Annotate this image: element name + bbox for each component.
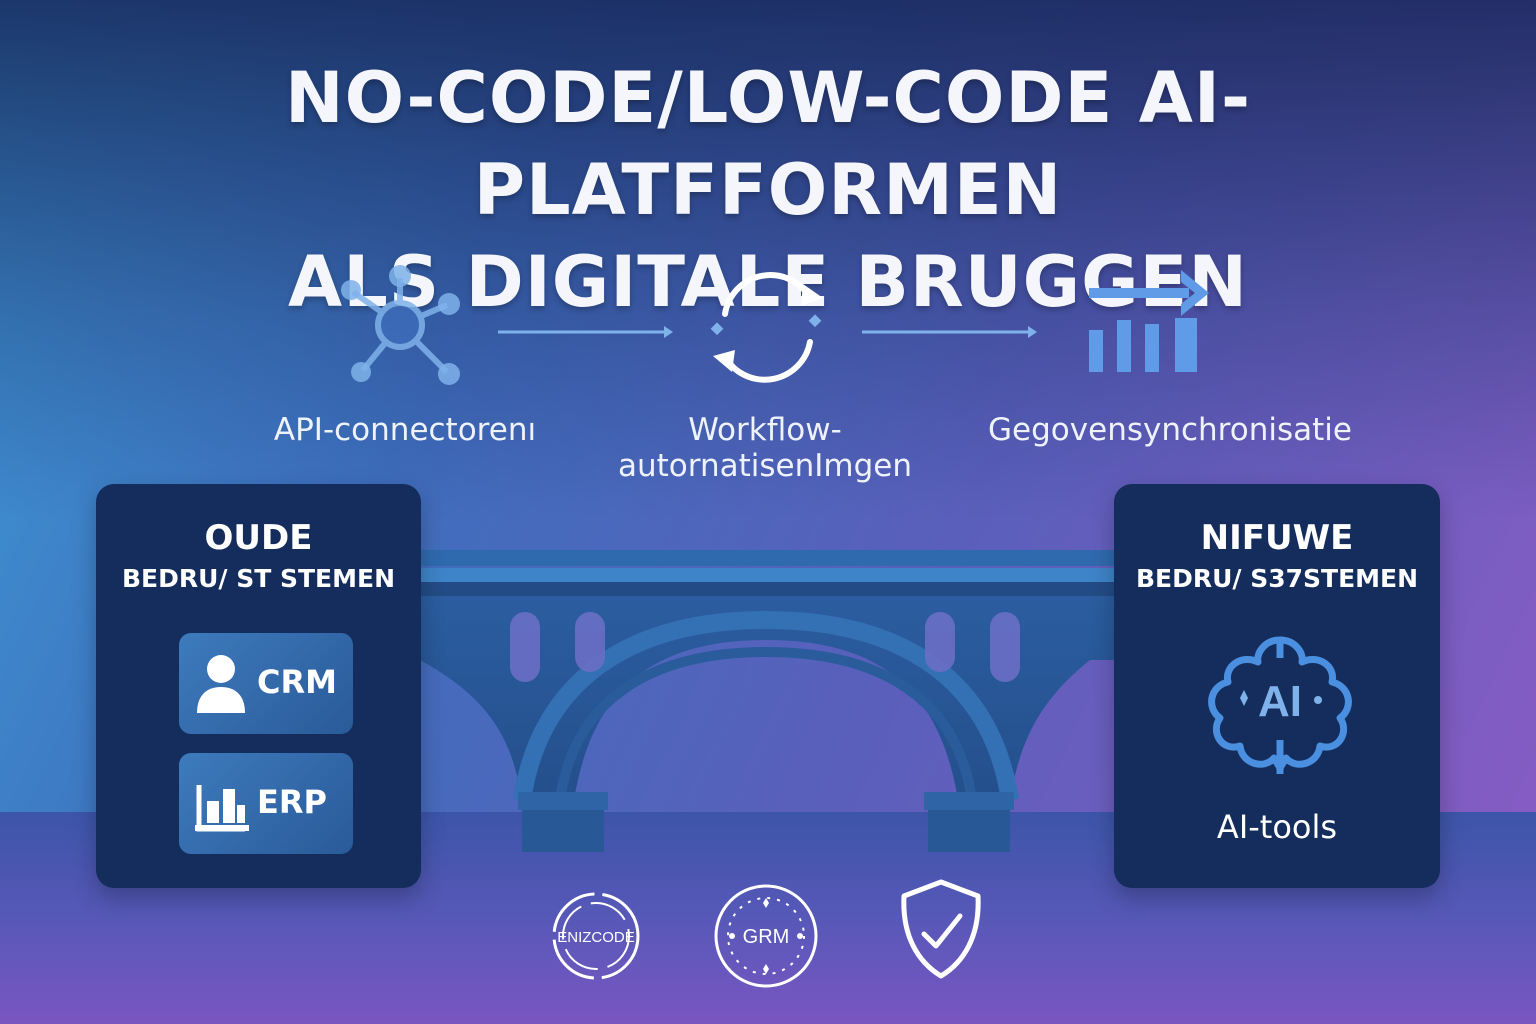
arrow-right-icon (862, 326, 1037, 338)
title-line-1: NO-CODE/LOW-CODE AI-PLATFFORMEN (285, 57, 1251, 231)
user-icon (197, 655, 245, 713)
badge-text-enizcode: ENIZCODE (557, 929, 635, 946)
crm-card[interactable]: CRM (179, 633, 353, 734)
ai-brain-icon: AI (1208, 636, 1352, 774)
feature-label-api-connectors: API-connectorenı (273, 412, 537, 448)
crm-label: CRM (257, 663, 337, 701)
network-hub-icon (341, 265, 460, 385)
modern-panel-subtitle: BEDRU/ S37STEMEN (1135, 564, 1419, 593)
refresh-cycle-icon (710, 272, 823, 383)
bar-chart-arrow-icon (1089, 270, 1209, 372)
modern-panel-title: NIFUWE (1200, 518, 1354, 558)
ai-tools-label: AI-tools (1216, 808, 1338, 846)
erp-card[interactable]: ERP (179, 753, 353, 854)
feature-label-workflow-line-1: Workflow- (688, 412, 842, 448)
erp-label: ERP (257, 783, 327, 821)
arrow-right-icon (498, 326, 673, 338)
seal-icon: ENIZCODE (552, 892, 640, 980)
feature-label-workflow: Workflow- autornatisenImgen (590, 412, 940, 484)
shield-check-icon (901, 879, 981, 979)
modern-systems-panel: NIFUWE BEDRU/ S37STEMEN AI AI-tools (1114, 484, 1440, 888)
seal-icon: GRM (714, 884, 818, 988)
feature-label-data-sync: Gegovensynchronisatie (988, 412, 1352, 448)
background-top-shade (0, 0, 1536, 520)
legacy-systems-panel: OUDE BEDRU/ ST STEMEN CRM ERP (96, 484, 421, 888)
feature-label-workflow-line-2: autornatisenImgen (618, 448, 912, 484)
legacy-panel-title: OUDE (204, 518, 313, 558)
ai-icon-text: AI (1258, 677, 1302, 726)
badge-text-grm: GRM (743, 926, 790, 948)
legacy-panel-subtitle: BEDRU/ ST STEMEN (121, 564, 396, 593)
warehouse-icon (195, 785, 249, 832)
